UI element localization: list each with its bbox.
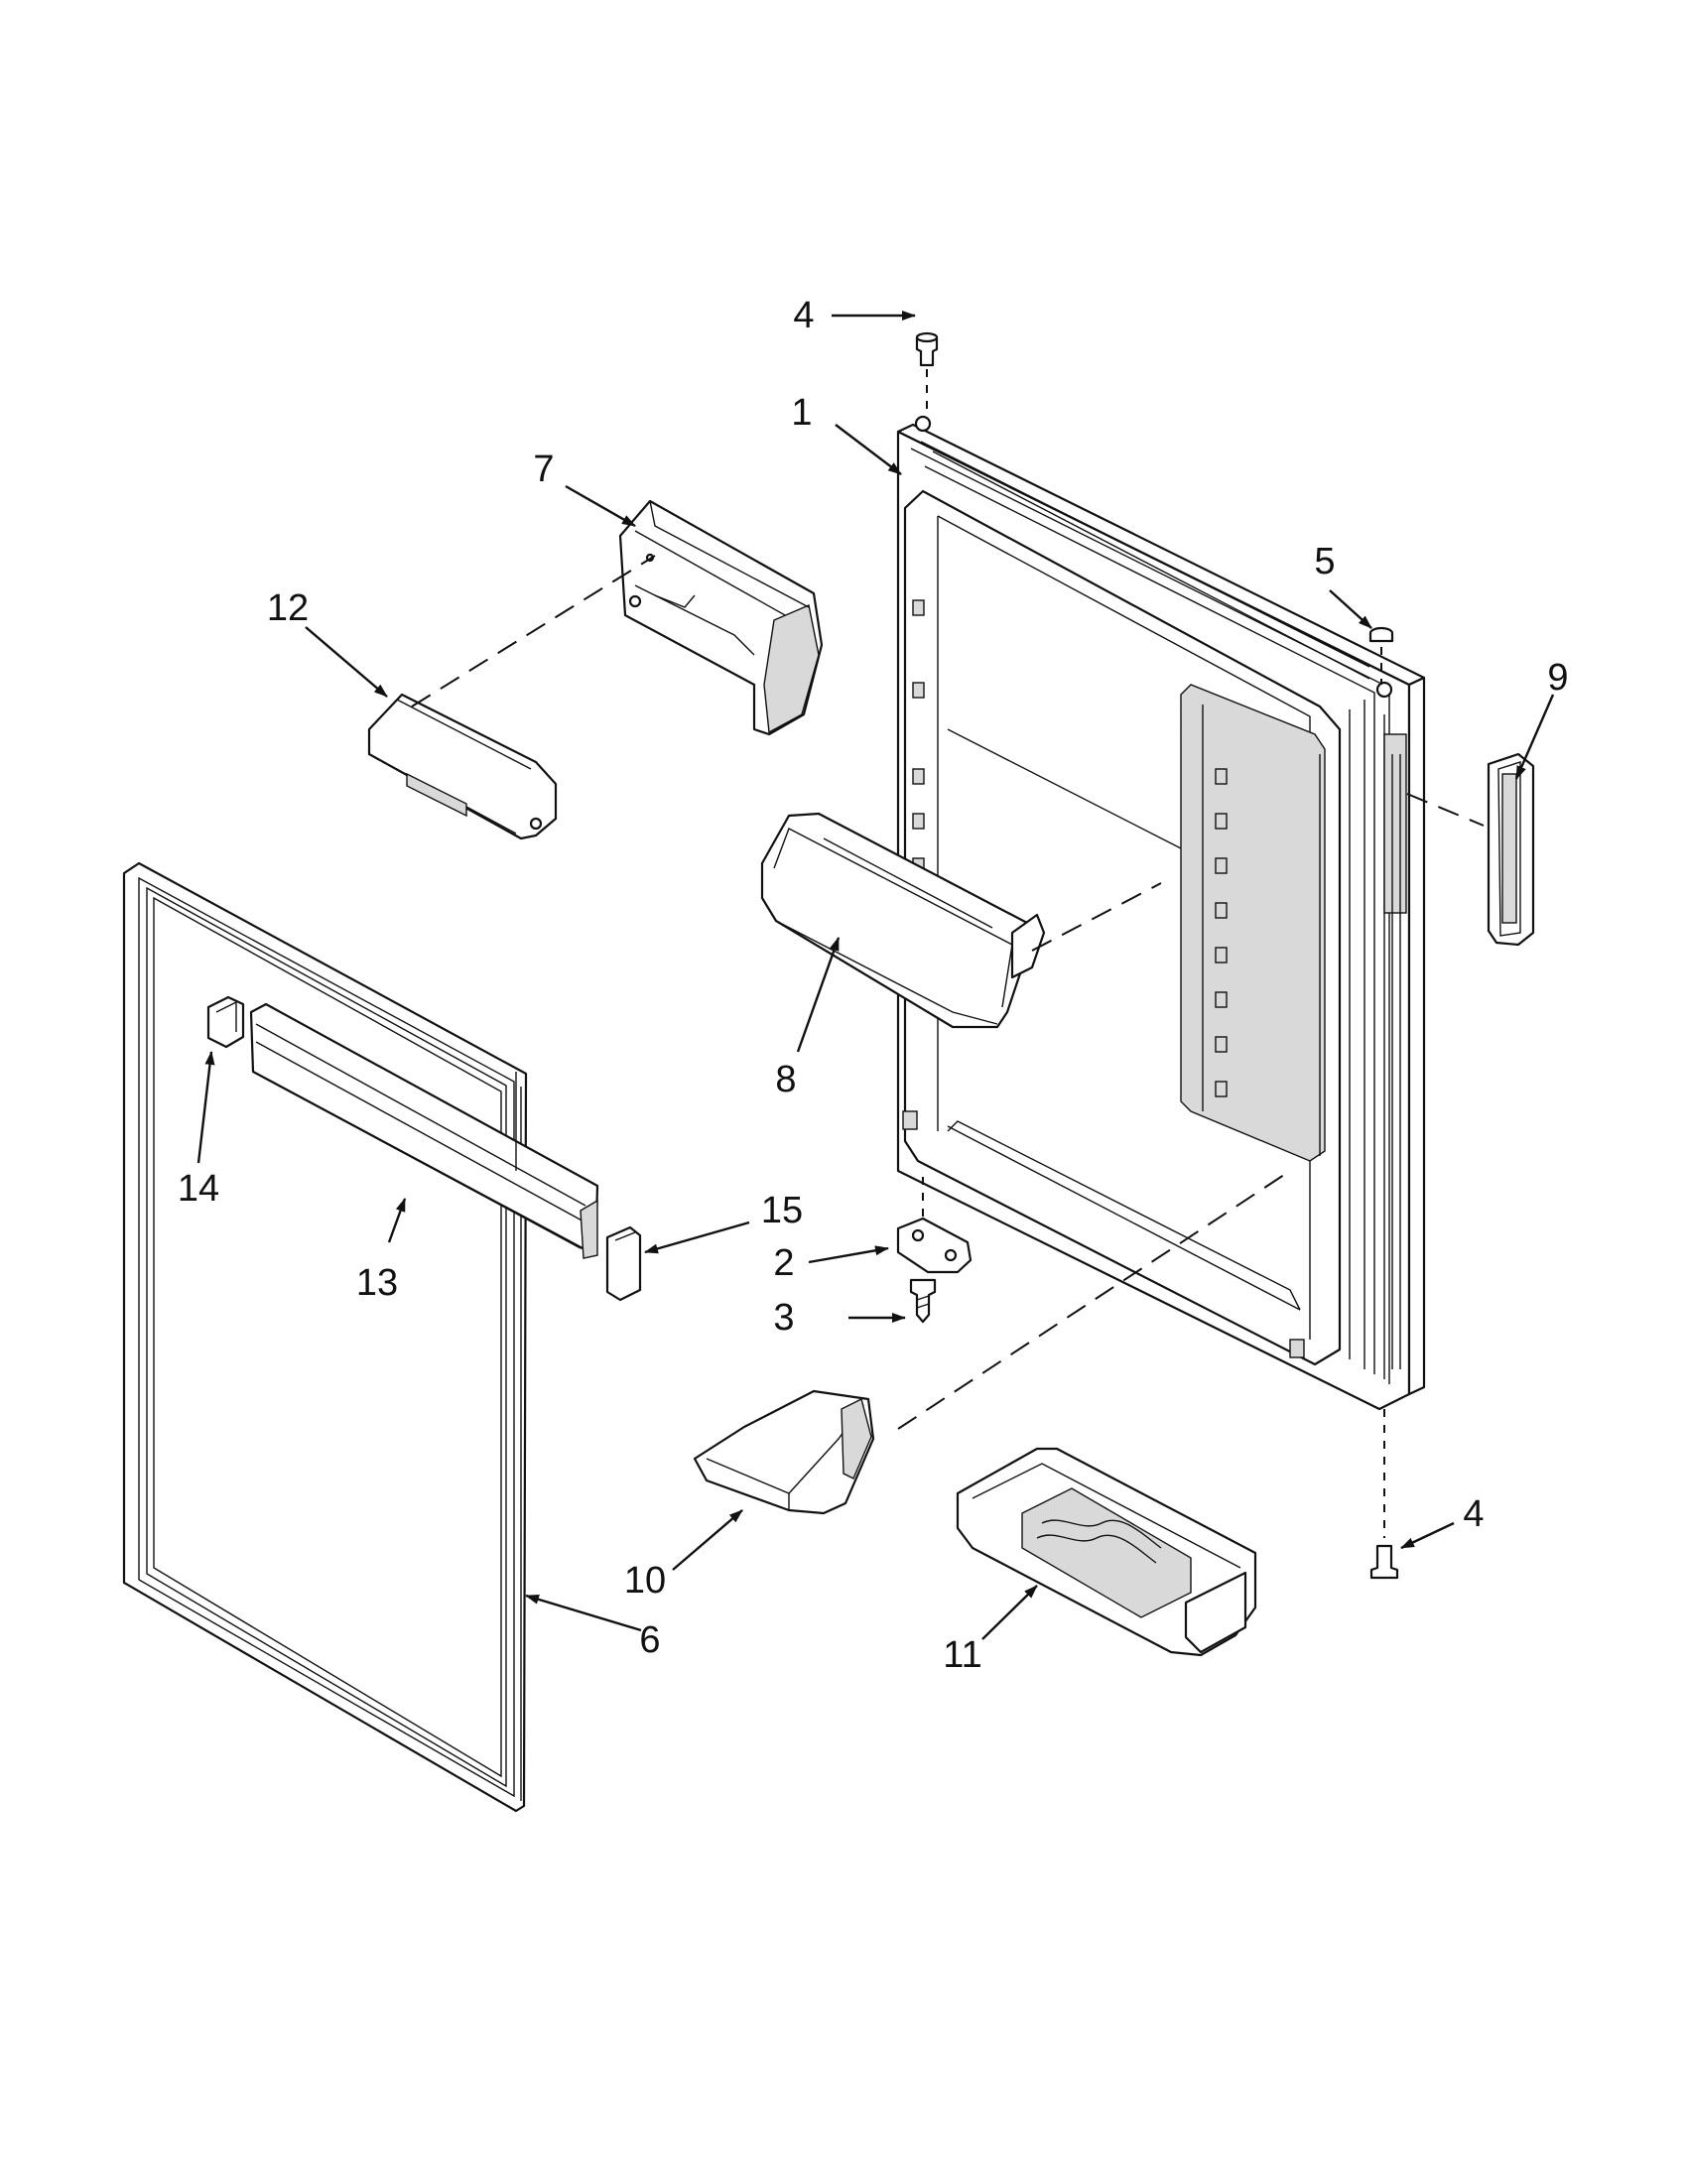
callout-9: 9 — [1547, 657, 1568, 699]
screw-part-3 — [909, 1278, 937, 1324]
callout-labels: 1 2 3 4 4 5 6 7 8 9 10 11 12 13 14 15 — [178, 295, 1569, 1676]
cap-part-5 — [1368, 626, 1394, 685]
callout-14: 14 — [178, 1168, 219, 1210]
callout-1: 1 — [791, 392, 812, 434]
door-gasket-part-6 — [122, 861, 528, 1813]
callout-15: 15 — [761, 1190, 803, 1231]
dairy-compartment-part-7 — [618, 499, 824, 736]
callout-10: 10 — [624, 1560, 666, 1602]
assembly-lines — [411, 555, 1485, 1430]
callout-3: 3 — [773, 1297, 794, 1339]
callout-4-top: 4 — [793, 295, 814, 336]
callout-6: 6 — [639, 1619, 660, 1661]
callout-13: 13 — [356, 1262, 398, 1304]
handle-part-9 — [1487, 752, 1535, 947]
end-cap-part-15 — [605, 1225, 642, 1302]
end-cap-part-14 — [206, 995, 245, 1049]
callout-7: 7 — [533, 449, 554, 490]
leader-lines — [196, 311, 1555, 1640]
callout-8: 8 — [775, 1059, 796, 1100]
trim-part-13 — [249, 1002, 599, 1259]
callout-5: 5 — [1314, 541, 1335, 582]
callout-4-bottom: 4 — [1463, 1493, 1484, 1535]
dairy-door-part-12 — [367, 693, 558, 840]
callout-12: 12 — [267, 587, 309, 629]
small-bin-part-10 — [693, 1389, 875, 1515]
hinge-bracket-part-2 — [896, 1177, 973, 1274]
callout-2: 2 — [773, 1242, 794, 1284]
egg-bin-part-11 — [956, 1447, 1257, 1657]
hinge-plug-part-4-top — [915, 331, 939, 417]
door-liner-part-1 — [896, 415, 1426, 1411]
callout-11: 11 — [943, 1634, 981, 1676]
hinge-pin-part-4-bottom — [1369, 1409, 1399, 1580]
